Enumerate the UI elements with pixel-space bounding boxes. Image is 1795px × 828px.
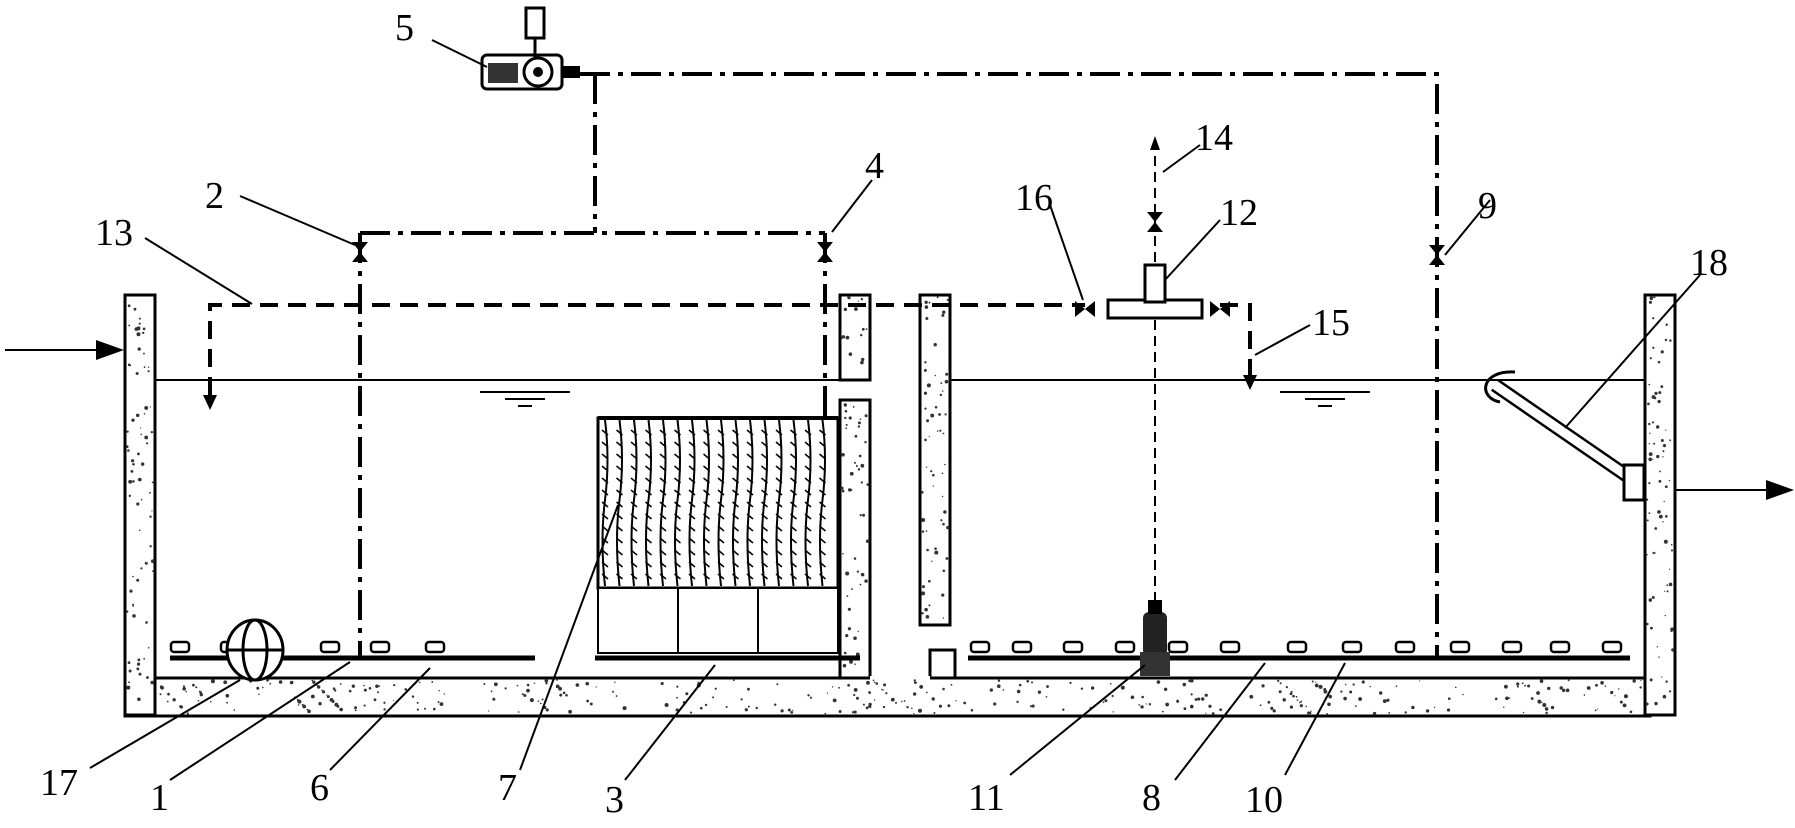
callout-4: 4 [865, 145, 884, 187]
callout-10: 10 [1245, 779, 1283, 821]
decanter-icon [1484, 370, 1646, 502]
submersible-mixer-icon [225, 618, 285, 682]
valve-icon [1075, 301, 1095, 317]
callout-5: 5 [395, 7, 414, 49]
air-pipe-network [358, 72, 1439, 660]
membrane-module [596, 416, 840, 654]
water-surface [155, 379, 1645, 407]
callout-8: 8 [1142, 777, 1161, 819]
gas-inlet-cap [203, 375, 1257, 410]
valve-icon [352, 242, 368, 262]
air-blower-icon [480, 6, 580, 91]
callout-14: 14 [1195, 117, 1233, 159]
valve-icon [1210, 301, 1230, 317]
callout-15: 15 [1312, 302, 1350, 344]
water-level-symbol-icon [480, 391, 570, 407]
callout-17: 17 [40, 762, 78, 804]
callout-12: 12 [1220, 192, 1258, 234]
callout-2: 2 [205, 175, 224, 217]
callout-6: 6 [310, 767, 329, 809]
callout-18: 18 [1690, 242, 1728, 284]
callout-13: 13 [95, 212, 133, 254]
gas-collector [1106, 136, 1204, 320]
tank-body [123, 293, 1677, 718]
valve-icon [1147, 212, 1163, 232]
callout-11: 11 [968, 777, 1005, 819]
concrete-texture [125, 295, 1675, 716]
callout-9: 9 [1478, 185, 1497, 227]
valve-group [352, 212, 1445, 317]
diffuser-heads [169, 640, 1623, 654]
callout-16: 16 [1015, 177, 1053, 219]
valve-icon [1429, 245, 1445, 265]
leader-lines [89, 39, 1701, 781]
callout-7: 7 [498, 767, 517, 809]
valve-icon [817, 242, 833, 262]
callout-3: 3 [605, 779, 624, 821]
callout-1: 1 [150, 777, 169, 819]
callout-labels: 1 2 3 4 5 6 7 8 9 10 11 12 13 14 15 16 1… [40, 7, 1728, 821]
jet-aerator-icon [1140, 600, 1170, 676]
water-level-symbol-icon [1280, 391, 1370, 407]
